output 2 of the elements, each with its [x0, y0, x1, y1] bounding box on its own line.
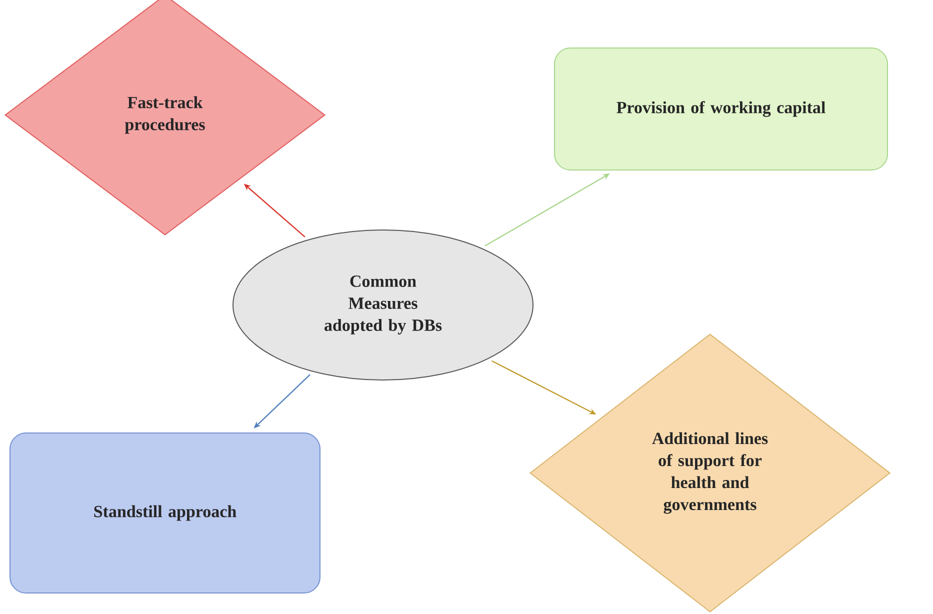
measure-box: Standstill approach — [10, 432, 320, 594]
measure-box: Provision of working capital — [554, 48, 888, 170]
